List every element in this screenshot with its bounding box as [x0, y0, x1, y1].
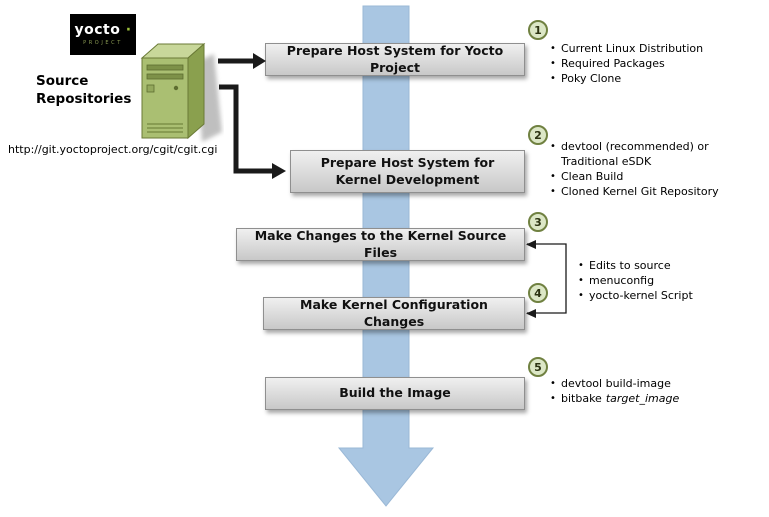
bullet-item: Clean Build [550, 169, 746, 184]
bullet-item: bitbake target_image [550, 391, 758, 406]
yocto-project-subtext: PROJECT [83, 40, 123, 46]
bullet-item: Poky Clone [550, 71, 758, 86]
step2-label: Prepare Host System for Kernel Developme… [320, 154, 495, 187]
step4-badge: 4 [528, 283, 548, 303]
yocto-wordmark: yocto · [74, 22, 132, 38]
bullet-item: yocto-kernel Script [578, 288, 753, 303]
step1-label: Prepare Host System for Yocto Project [286, 42, 504, 75]
step5-bullets: devtool build-image bitbake target_image [550, 376, 758, 406]
step3-badge: 3 [528, 212, 548, 232]
yocto-logo: yocto · PROJECT [70, 14, 136, 55]
steps-3-4-shared-bullets: Edits to source menuconfig yocto-kernel … [578, 258, 753, 303]
server-icon [140, 42, 222, 142]
step1-bullets: Current Linux Distribution Required Pack… [550, 41, 758, 86]
step5-box: Build the Image [265, 377, 525, 410]
bitbake-target-image: target_image [605, 392, 680, 405]
step3-label: Make Changes to the Kernel Source Files [254, 227, 507, 260]
arrow-source-to-step2 [219, 84, 286, 179]
step5-label: Build the Image [339, 385, 451, 401]
step2-badge: 2 [528, 125, 548, 145]
bracket-steps-3-4 [526, 240, 567, 318]
bitbake-command: bitbake [561, 392, 602, 405]
bullet-item: devtool (recommended) or Traditional eSD… [550, 139, 746, 169]
step2-box: Prepare Host System for Kernel Developme… [290, 150, 525, 193]
step3-box: Make Changes to the Kernel Source Files [236, 228, 525, 261]
bullet-item: Edits to source [578, 258, 753, 273]
bullet-item: Required Packages [550, 56, 758, 71]
bullet-item: Current Linux Distribution [550, 41, 758, 56]
step2-bullets: devtool (recommended) or Traditional eSD… [550, 139, 746, 199]
step4-box: Make Kernel Configuration Changes [263, 297, 525, 330]
bullet-item: devtool build-image [550, 376, 758, 391]
step1-badge: 1 [528, 20, 548, 40]
bullet-item: Cloned Kernel Git Repository [550, 184, 746, 199]
bullet-item: menuconfig [578, 273, 753, 288]
step4-label: Make Kernel Configuration Changes [300, 296, 488, 329]
source-repositories-label: Source Repositories [36, 73, 132, 107]
yocto-dot-icon: · [125, 22, 132, 38]
arrow-source-to-step1 [218, 53, 266, 69]
step5-badge: 5 [528, 357, 548, 377]
source-repositories-url: http://git.yoctoproject.org/cgit/cgit.cg… [8, 143, 218, 156]
step1-box: Prepare Host System for Yocto Project [265, 43, 525, 76]
